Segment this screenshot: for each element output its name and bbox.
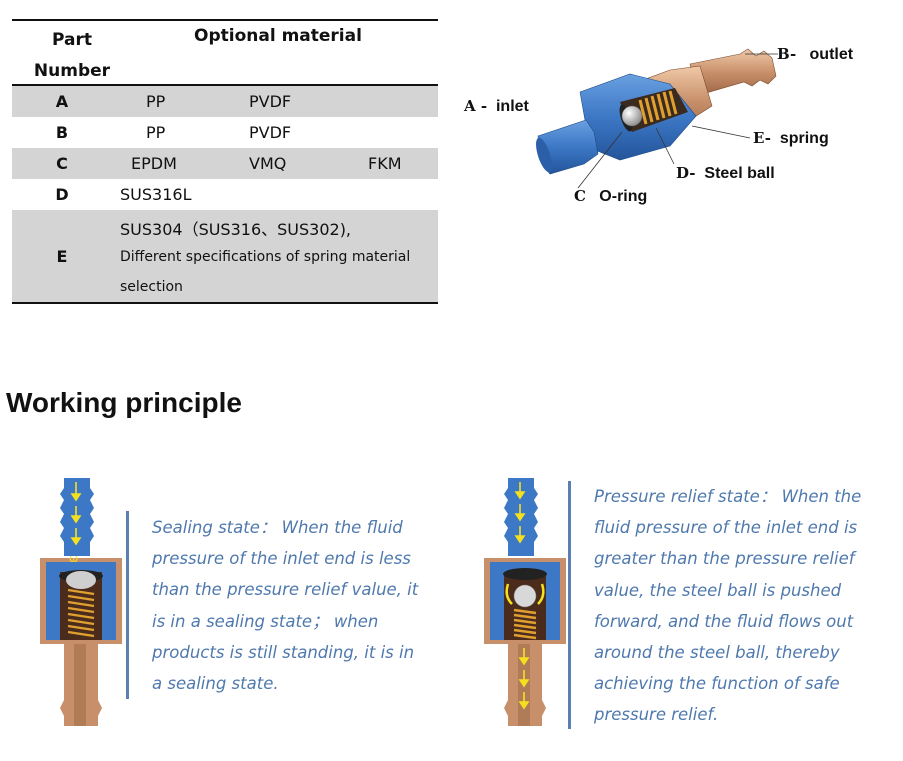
text-line: fluid pressure of the inlet end is xyxy=(594,518,858,538)
part-code: C xyxy=(56,154,68,173)
part-code: E xyxy=(56,247,68,266)
header-part-line1: Part xyxy=(52,30,92,50)
table-row: D SUS316L xyxy=(12,179,438,210)
label-key: B- xyxy=(777,45,797,63)
table-row: A PP PVDF xyxy=(12,86,438,117)
text-line: products is still standing, it is in xyxy=(152,642,415,662)
sealing-state-figure: ω xyxy=(36,476,126,732)
material-cell: PP xyxy=(146,123,166,142)
table-bottom-rule xyxy=(12,302,438,304)
label-steel-ball: D- Steel ball xyxy=(676,164,775,183)
label-o-ring: C O-ring xyxy=(574,187,647,206)
text-line: value, the steel ball is pushed xyxy=(594,580,842,600)
section-title: Working principle xyxy=(6,387,242,418)
material-cell: EPDM xyxy=(131,154,177,173)
sealing-divider-line xyxy=(126,511,129,699)
text-line: is in a sealing state； when xyxy=(152,611,379,631)
table-top-rule xyxy=(12,19,438,21)
relief-state-figure xyxy=(478,476,568,732)
header-part-number: Part Number xyxy=(32,25,112,87)
material-cell: PVDF xyxy=(249,92,292,111)
label-outlet: B- outlet xyxy=(777,45,853,64)
text-line: pressure of the inlet end is less xyxy=(152,549,411,569)
table-row: B PP PVDF xyxy=(12,117,438,148)
header-optional-material: Optional material xyxy=(194,26,362,46)
text-line: achieving the function of safe xyxy=(594,674,840,694)
label-text: O-ring xyxy=(599,188,648,205)
label-key: E- xyxy=(753,129,771,147)
text-line: than the pressure relief value, it xyxy=(152,580,419,600)
text-line: a sealing state. xyxy=(152,674,279,694)
header-part-line2: Number xyxy=(33,61,111,81)
material-cell: SUS304（SUS316、SUS302), xyxy=(120,220,352,239)
part-code: A xyxy=(55,92,69,111)
header-rule xyxy=(12,84,438,86)
text-line: around the steel ball, thereby xyxy=(594,643,840,663)
material-cell: FKM xyxy=(368,154,402,173)
relief-state-text: Pressure relief state： When the fluid pr… xyxy=(594,481,861,731)
label-inlet: A - inlet xyxy=(464,97,529,116)
material-cell: selection xyxy=(120,279,183,295)
part-code: D xyxy=(55,185,69,204)
label-text: inlet xyxy=(495,98,529,115)
text-line: pressure relief. xyxy=(594,705,719,725)
label-text: outlet xyxy=(809,46,854,63)
label-text: spring xyxy=(779,130,829,147)
relief-divider-line xyxy=(568,481,571,729)
sealing-state-text: Sealing state： When the fluid pressure o… xyxy=(152,512,418,699)
text-line: forward, and the fluid flows out xyxy=(594,611,854,631)
table-row: C EPDM VMQ FKM xyxy=(12,148,438,179)
sealing-valve-illustration: ω xyxy=(40,478,122,726)
text-line: Pressure relief state： When the xyxy=(594,487,862,506)
material-cell: Different specifications of spring mater… xyxy=(120,249,411,265)
label-spring: E- spring xyxy=(753,129,829,148)
svg-text:ω: ω xyxy=(69,552,78,565)
label-key: D- xyxy=(676,164,696,182)
material-cell: SUS316L xyxy=(120,185,192,204)
label-key: C xyxy=(574,187,586,205)
table-row: E SUS304（SUS316、SUS302), Different speci… xyxy=(12,210,438,302)
valve-cutaway-illustration xyxy=(536,48,778,189)
text-line: Sealing state： When the fluid xyxy=(152,518,403,537)
label-text: Steel ball xyxy=(704,165,775,182)
label-key: A - xyxy=(464,97,488,115)
text-line: greater than the pressure relief xyxy=(594,549,855,569)
relief-valve-illustration xyxy=(484,478,566,726)
valve-cutaway-diagram: A - inlet B- outlet E- spring D- Steel b… xyxy=(460,36,880,216)
material-cell: PVDF xyxy=(249,123,292,142)
material-cell: PP xyxy=(146,92,166,111)
part-code: B xyxy=(55,123,69,142)
material-cell: VMQ xyxy=(249,154,287,173)
